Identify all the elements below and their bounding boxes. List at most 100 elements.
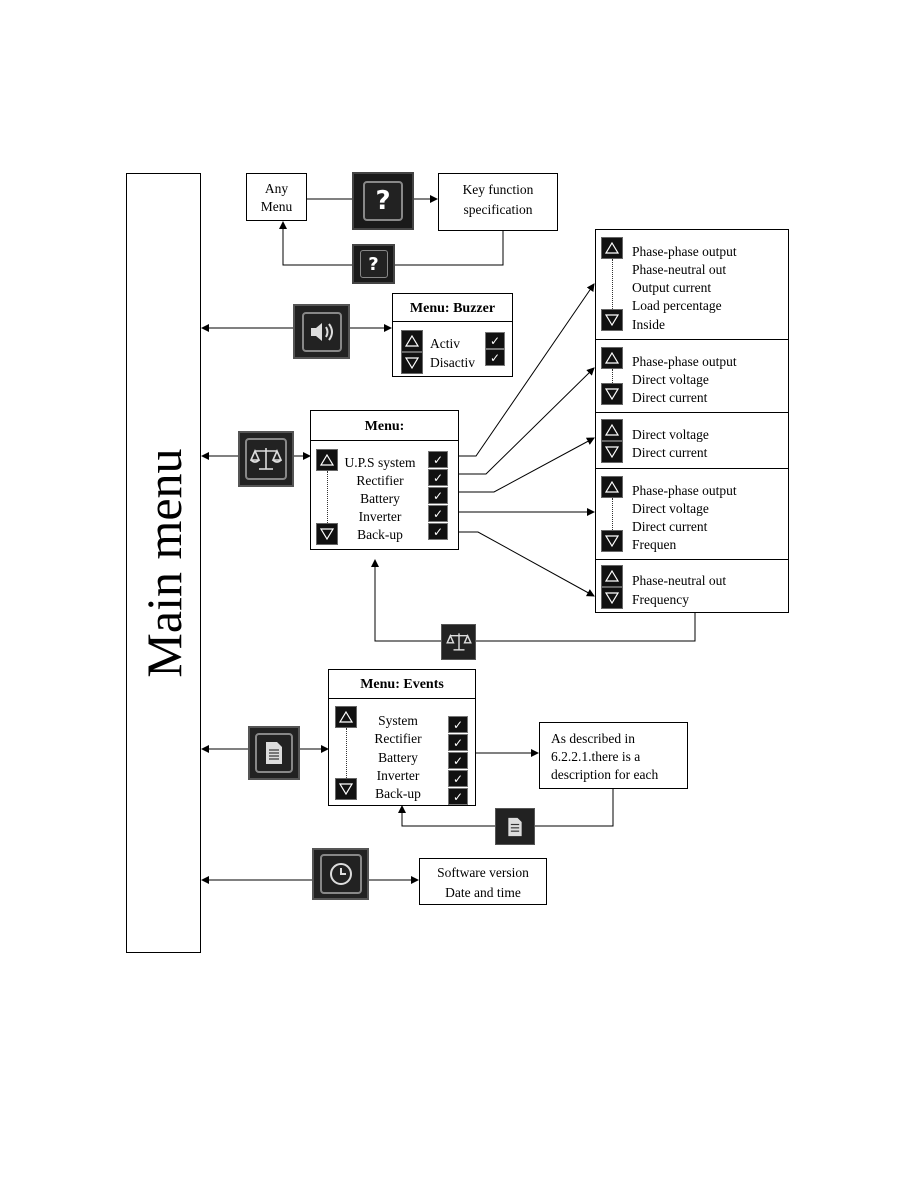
up-arrow-icon (320, 454, 334, 466)
panel-up-button[interactable] (601, 565, 623, 587)
events-button[interactable] (248, 726, 300, 780)
events-description-box: As described in 6.2.2.1.there is a descr… (539, 722, 688, 789)
panel-down-button[interactable] (601, 587, 623, 609)
main-menu-box: Main menu (126, 173, 201, 953)
measure-menu: Menu: U.P.S system Rectifier Battery Inv… (310, 410, 459, 550)
panel-line: Phase-phase output (632, 244, 737, 259)
buzzer-check-1[interactable]: ✓ (485, 332, 505, 349)
events-description-line: As described in (551, 731, 635, 746)
down-arrow-icon (405, 357, 419, 369)
panel-up-button[interactable] (601, 476, 623, 498)
panel-down-button[interactable] (601, 383, 623, 405)
measure-item[interactable]: U.P.S system (344, 455, 416, 470)
up-arrow-icon (339, 711, 353, 723)
measure-item[interactable]: Inverter (358, 509, 402, 524)
events-item[interactable]: Battery (378, 750, 418, 765)
measure-check-5[interactable]: ✓ (428, 523, 448, 540)
down-arrow-icon (320, 528, 334, 540)
panel-line: Output current (632, 280, 712, 295)
panel-down-button[interactable] (601, 530, 623, 552)
panel-line: Direct voltage (632, 372, 709, 387)
panel-line: Phase-phase output (632, 354, 737, 369)
measure-check-4[interactable]: ✓ (428, 505, 448, 522)
events-check-3[interactable]: ✓ (448, 752, 468, 769)
events-item[interactable]: System (378, 713, 418, 728)
panel-line: Phase-neutral out (632, 573, 727, 588)
measure-up-button[interactable] (316, 449, 338, 471)
buzzer-item[interactable]: Activ (430, 336, 460, 351)
software-version-label: Software version (437, 865, 529, 880)
events-menu-title: Menu: Events (360, 677, 444, 692)
panel-up-button[interactable] (601, 347, 623, 369)
panel-line: Direct current (632, 519, 708, 534)
help-button[interactable]: ? (352, 172, 414, 230)
buzzer-down-button[interactable] (401, 352, 423, 374)
events-check-1[interactable]: ✓ (448, 716, 468, 733)
checkmark-icon: ✓ (432, 506, 444, 521)
measure-menu-title: Menu: (364, 419, 405, 434)
checkmark-icon: ✓ (432, 524, 444, 539)
buzzer-button[interactable] (293, 304, 350, 359)
down-arrow-icon (605, 446, 619, 458)
panel-down-button[interactable] (601, 441, 623, 463)
clock-icon (319, 854, 362, 894)
panel-up-button[interactable] (601, 419, 623, 441)
measure-panel-battery: Direct voltage Direct current (596, 413, 788, 469)
measure-panel-ups: Phase-phase output Phase-neutral out Out… (596, 230, 788, 340)
up-arrow-icon (605, 242, 619, 254)
speaker-icon (301, 311, 342, 352)
events-check-5[interactable]: ✓ (448, 788, 468, 805)
panel-line: Inside (632, 317, 665, 332)
up-arrow-icon (605, 352, 619, 364)
checkmark-icon: ✓ (452, 771, 464, 786)
events-item[interactable]: Inverter (376, 768, 420, 783)
any-menu-line-2: Menu (260, 199, 293, 214)
panel-line: Phase-neutral out (632, 262, 727, 277)
any-menu-line-1: Any (264, 181, 289, 196)
up-arrow-icon (605, 481, 619, 493)
panel-down-button[interactable] (601, 309, 623, 331)
measure-panel-rectifier: Phase-phase output Direct voltage Direct… (596, 340, 788, 413)
events-down-button[interactable] (335, 778, 357, 800)
up-arrow-icon (405, 335, 419, 347)
buzzer-item[interactable]: Disactiv (430, 355, 475, 370)
events-check-2[interactable]: ✓ (448, 734, 468, 751)
panel-up-button[interactable] (601, 237, 623, 259)
checkmark-icon: ✓ (489, 350, 501, 365)
measure-check-1[interactable]: ✓ (428, 451, 448, 468)
measure-down-button[interactable] (316, 523, 338, 545)
down-arrow-icon (605, 535, 619, 547)
panel-line: Direct voltage (632, 501, 709, 516)
measure-check-3[interactable]: ✓ (428, 487, 448, 504)
measure-return-button[interactable] (441, 624, 476, 660)
date-time-label: Date and time (445, 885, 521, 900)
buzzer-up-button[interactable] (401, 330, 423, 352)
checkmark-icon: ✓ (432, 470, 444, 485)
up-arrow-icon (605, 424, 619, 436)
events-check-4[interactable]: ✓ (448, 770, 468, 787)
document-icon (255, 733, 293, 773)
buzzer-check-2[interactable]: ✓ (485, 349, 505, 366)
measure-check-2[interactable]: ✓ (428, 469, 448, 486)
events-up-button[interactable] (335, 706, 357, 728)
events-return-button[interactable] (495, 808, 535, 845)
measure-panel-inverter: Phase-phase output Direct voltage Direct… (596, 469, 788, 560)
software-info-box: Software version Date and time (419, 858, 547, 905)
panel-line: Load percentage (632, 298, 722, 313)
clock-button[interactable] (312, 848, 369, 900)
measure-item[interactable]: Back-up (357, 527, 403, 542)
down-arrow-icon (339, 783, 353, 795)
measure-item[interactable]: Battery (360, 491, 400, 506)
events-item[interactable]: Back-up (375, 786, 421, 801)
buzzer-menu-title: Menu: Buzzer (409, 301, 496, 316)
key-function-line-1: Key function (462, 182, 534, 197)
help-return-button[interactable]: ? (352, 244, 395, 284)
any-menu-box: Any Menu (246, 173, 307, 221)
events-description-line: description for each (551, 767, 659, 782)
panel-line: Phase-phase output (632, 483, 737, 498)
key-function-line-2: specification (463, 202, 533, 217)
measure-button[interactable] (238, 431, 294, 487)
measure-item[interactable]: Rectifier (356, 473, 404, 488)
events-item[interactable]: Rectifier (374, 731, 422, 746)
